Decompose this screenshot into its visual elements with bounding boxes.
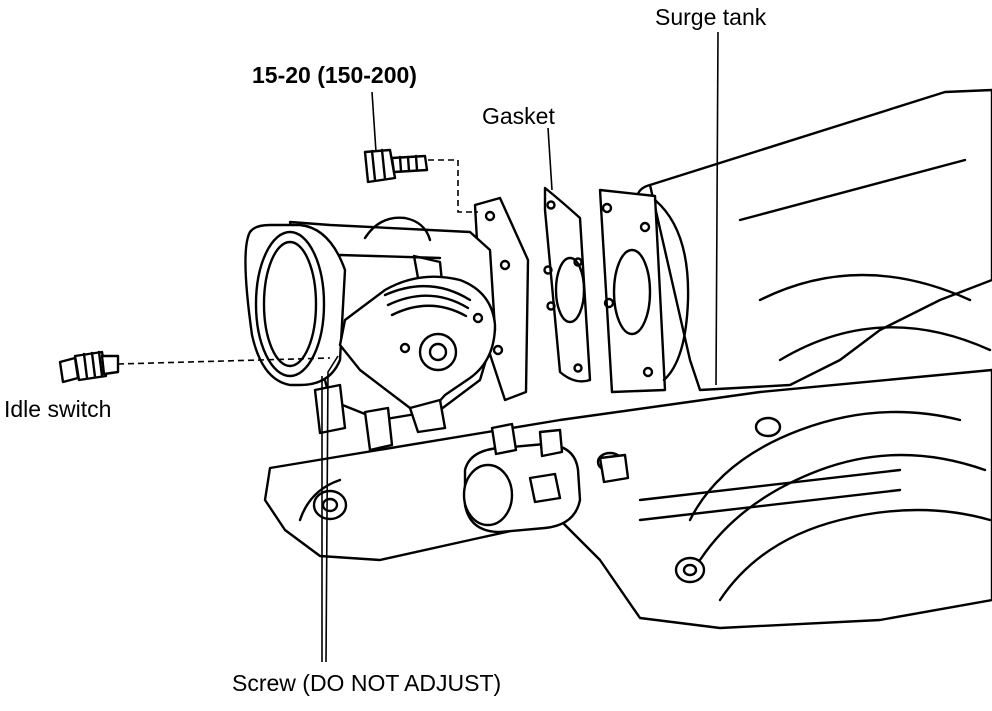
leader-lines [117, 31, 719, 663]
idle-switch-label: Idle switch [4, 396, 112, 422]
surge-tank-flange [598, 188, 690, 394]
idle-switch-part [58, 350, 120, 384]
surge-tank-label: Surge tank [655, 4, 767, 30]
gasket-part [543, 186, 592, 383]
bolt-torque-label: 15-20 (150-200) [252, 62, 417, 88]
mounting-bolt [363, 148, 429, 184]
throttle-linkage [338, 275, 497, 434]
gasket-label: Gasket [482, 103, 555, 129]
screw-label: Screw (DO NOT ADJUST) [232, 670, 502, 696]
throttle-fittings [313, 383, 630, 534]
intake-manifold [263, 368, 992, 630]
surge-tank [635, 88, 992, 602]
